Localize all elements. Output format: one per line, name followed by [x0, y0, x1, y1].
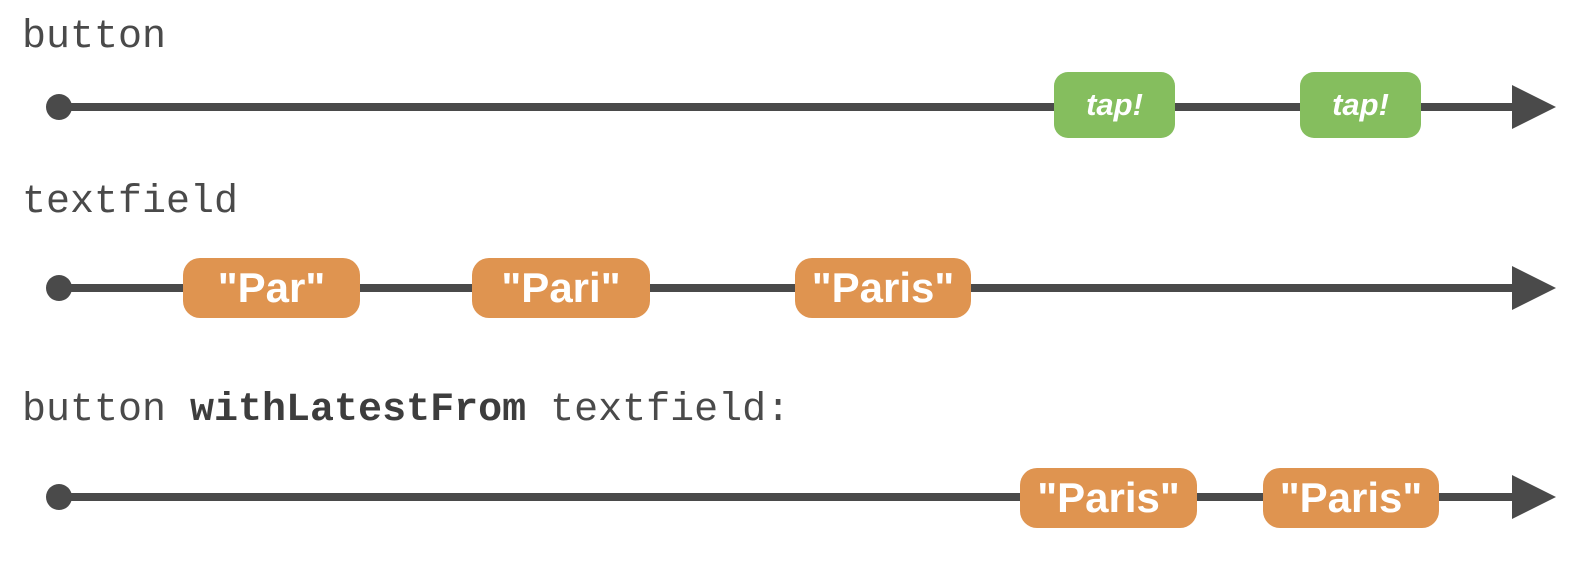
timeline-arrow-icon: [1512, 266, 1556, 310]
marble-event: "Paris": [795, 258, 971, 318]
timeline-button: [0, 72, 1580, 142]
stream-label-button-withlatestfrom-textfield: button withLatestFrom textfield:: [22, 391, 790, 431]
timeline-line: [59, 284, 1529, 292]
marble-event: "Pari": [472, 258, 650, 318]
marble-event: tap!: [1054, 72, 1175, 138]
stream-label-text: textfield: [22, 180, 239, 225]
timeline-line: [59, 103, 1529, 111]
timeline-arrow-icon: [1512, 85, 1556, 129]
stream-label-textfield: textfield: [22, 183, 238, 223]
marble-event: "Paris": [1020, 468, 1197, 528]
stream-label-text: textfield:: [526, 388, 791, 433]
marble-event: "Paris": [1263, 468, 1439, 528]
timeline-line: [59, 493, 1529, 501]
timeline-button-withlatestfrom-textfield: [0, 462, 1580, 532]
marble-event: tap!: [1300, 72, 1421, 138]
stream-label-text: button: [22, 15, 167, 60]
timeline-textfield: [0, 253, 1580, 323]
operator-name: withLatestFrom: [190, 388, 527, 433]
marble-event: "Par": [183, 258, 360, 318]
timeline-arrow-icon: [1512, 475, 1556, 519]
stream-label-button: button: [22, 18, 166, 58]
stream-label-text: button: [22, 388, 191, 433]
